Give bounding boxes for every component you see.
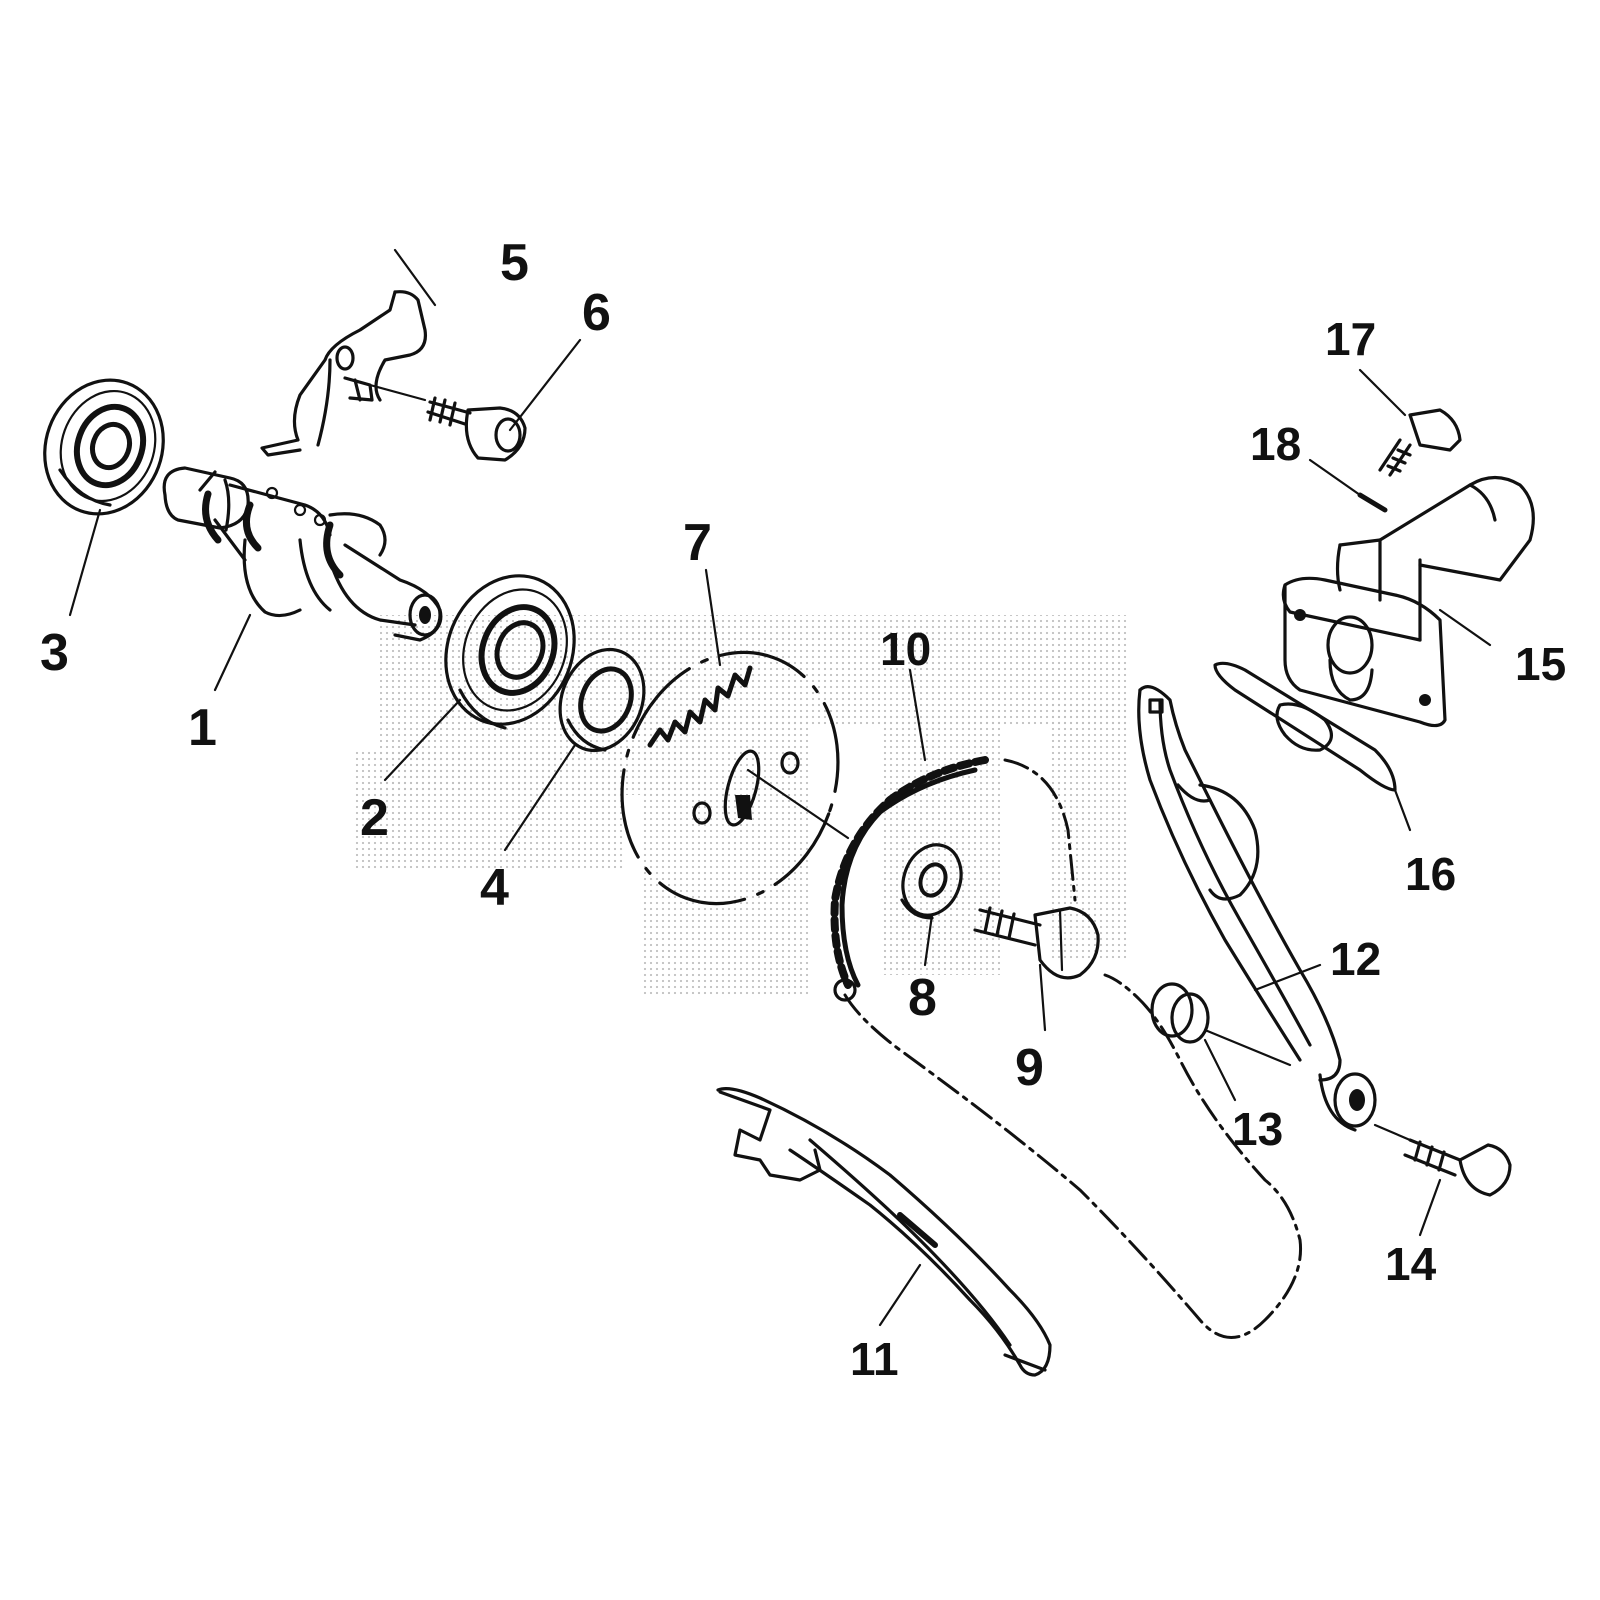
part-labels: 3 1 5 6 2 4 7 10 8 9 11 12 13 14 15 16 1…: [40, 234, 1566, 1385]
cam-sprocket: [620, 650, 850, 906]
label-part-9: 9: [1015, 1039, 1044, 1097]
chain-tensioner: [1281, 475, 1535, 728]
label-part-8: 8: [908, 969, 937, 1027]
label-part-6: 6: [582, 284, 611, 342]
leader-lines: [68, 248, 1492, 1327]
chain-guide: [716, 1087, 1052, 1377]
label-part-12: 12: [1330, 933, 1381, 985]
camshaft: [162, 466, 443, 642]
label-part-18: 18: [1250, 418, 1301, 470]
bracket-plate: [260, 290, 428, 457]
spacer-collar: [1150, 982, 1292, 1067]
tensioner-arm: [1137, 685, 1377, 1132]
label-part-7: 7: [683, 514, 712, 572]
bearing-center: [444, 574, 576, 730]
label-part-2: 2: [360, 789, 389, 847]
flange-bolt: [1358, 368, 1462, 477]
label-part-3: 3: [40, 624, 69, 682]
label-part-14: 14: [1385, 1238, 1437, 1290]
label-part-13: 13: [1232, 1103, 1283, 1155]
seal-ring: [558, 647, 646, 753]
dowel-pin: [1357, 492, 1388, 513]
tensioner-gasket: [1213, 661, 1397, 792]
label-part-11: 11: [850, 1333, 899, 1385]
label-part-10: 10: [880, 623, 931, 675]
washer: [900, 843, 963, 920]
hex-bolt: [973, 906, 1100, 980]
socket-bolt: [368, 383, 527, 462]
label-part-4: 4: [480, 859, 509, 917]
label-part-17: 17: [1325, 313, 1376, 365]
pivot-bolt: [1373, 1123, 1512, 1197]
timing-chain: [830, 756, 1303, 1339]
label-part-15: 15: [1515, 638, 1566, 690]
bearing-left: [43, 378, 165, 516]
label-part-5: 5: [500, 234, 529, 292]
label-part-1: 1: [188, 699, 217, 757]
label-part-16: 16: [1405, 848, 1456, 900]
